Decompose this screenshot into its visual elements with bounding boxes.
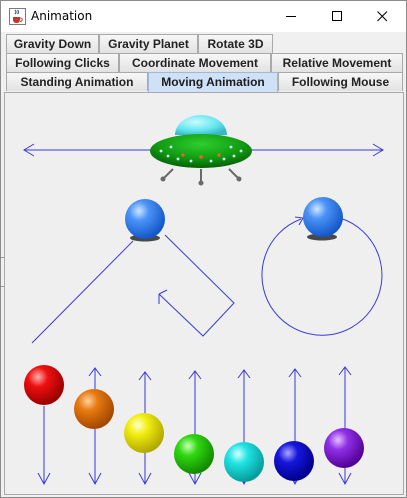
ufo-sprite	[150, 115, 252, 186]
title-bar: Animation	[1, 1, 406, 32]
animation-drawing	[23, 115, 384, 486]
tab-moving-animation[interactable]: Moving Animation	[148, 72, 278, 93]
animation-canvas	[4, 92, 404, 495]
tab-relative-movement[interactable]: Relative Movement	[271, 53, 403, 72]
tab-coordinate-movement[interactable]: Coordinate Movement	[119, 53, 271, 72]
close-icon	[377, 11, 388, 22]
yellow-ball	[124, 413, 164, 453]
circle-path-arrow	[261, 216, 383, 336]
orange-ball	[74, 389, 114, 429]
red-ball	[24, 365, 64, 405]
tab-following-mouse[interactable]: Following Mouse	[278, 72, 403, 91]
navy-ball	[274, 441, 314, 481]
purple-ball	[324, 428, 364, 468]
blue-ball-circle	[303, 197, 343, 241]
blue-ball-zigzag	[125, 199, 165, 242]
zigzag-path-arrow	[31, 234, 235, 344]
java-cup-icon	[9, 8, 26, 25]
panel-edge-mark	[1, 257, 4, 258]
tab-gravity-down[interactable]: Gravity Down	[6, 34, 99, 53]
maximize-button[interactable]	[315, 1, 361, 32]
maximize-icon	[332, 11, 342, 21]
cyan-ball	[224, 442, 264, 482]
tab-following-clicks[interactable]: Following Clicks	[6, 53, 119, 72]
tab-rotate-3d[interactable]: Rotate 3D	[198, 34, 273, 53]
green-ball	[174, 434, 214, 474]
tab-gravity-planet[interactable]: Gravity Planet	[99, 34, 198, 53]
close-button[interactable]	[360, 1, 406, 32]
tab-standing-animation[interactable]: Standing Animation	[6, 72, 148, 91]
tab-strip: Gravity Down Gravity Planet Rotate 3D Fo…	[1, 32, 406, 93]
minimize-icon	[286, 16, 296, 17]
red-ball-arrow	[37, 406, 51, 486]
window-title: Animation	[31, 9, 93, 23]
panel-edge-mark	[1, 286, 4, 287]
minimize-button[interactable]	[269, 1, 315, 32]
